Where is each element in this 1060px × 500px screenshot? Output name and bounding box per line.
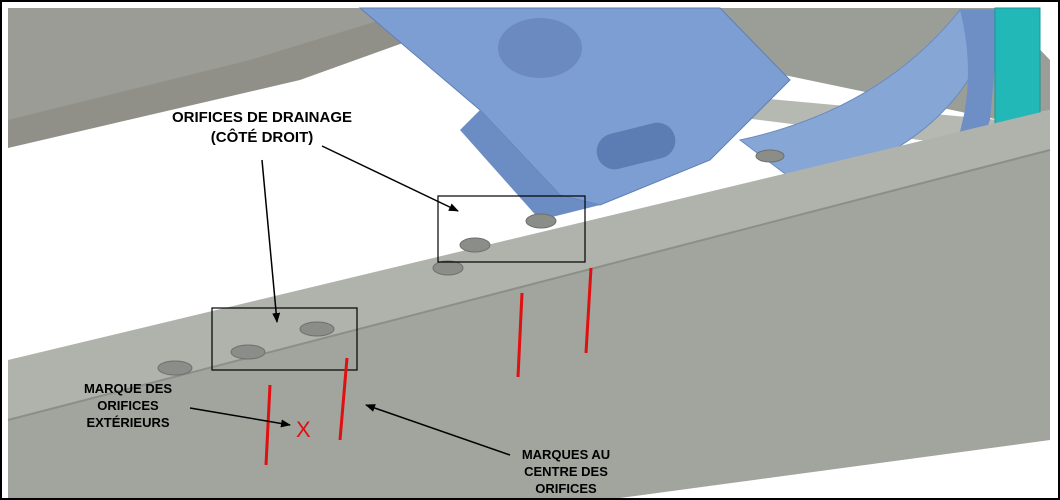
drain-hole [299, 321, 335, 337]
cross-member-top-face [8, 8, 420, 120]
leader-arrow-drainage-left [261, 159, 281, 323]
blue-bracket-side [460, 110, 600, 220]
label-drainage-line1: ORIFICES DE DRAINAGE [172, 109, 352, 126]
label-center-line1: MARQUES AU [522, 447, 610, 462]
red-mark-center [584, 267, 593, 354]
frame-rail-top [8, 110, 1050, 420]
label-drainage-line2: (CÔTÉ DROIT) [211, 128, 314, 146]
drain-hole [755, 149, 785, 163]
label-center-line3: ORIFICES [535, 481, 597, 496]
drain-hole [157, 360, 193, 376]
drain-hole [432, 260, 464, 276]
leader-arrow-drainage-right [321, 145, 459, 212]
red-mark-exterior [264, 384, 272, 466]
bracket-round-hole [498, 18, 582, 78]
blue-curved-shoe-edge [950, 10, 1000, 160]
x-mark: X [296, 417, 311, 442]
leader-arrow-exterior [189, 407, 291, 428]
drain-hole [230, 344, 266, 360]
drain-hole [459, 237, 491, 253]
highlight-box-right [437, 195, 586, 263]
blue-bracket [358, 7, 791, 206]
label-exterior-line3: EXTÉRIEURS [86, 415, 169, 430]
label-exterior-line1: MARQUE DES [84, 381, 172, 396]
red-mark-center [516, 292, 524, 378]
red-mark-center [338, 357, 349, 441]
drain-hole [525, 213, 557, 229]
label-center-line2: CENTRE DES [524, 464, 608, 479]
frame-rail-edge [7, 149, 1051, 421]
leader-arrow-center [365, 404, 511, 456]
highlight-box-left [211, 307, 358, 371]
label-exterior-line2: ORIFICES [97, 398, 159, 413]
bracket-slot-hole [596, 122, 676, 170]
